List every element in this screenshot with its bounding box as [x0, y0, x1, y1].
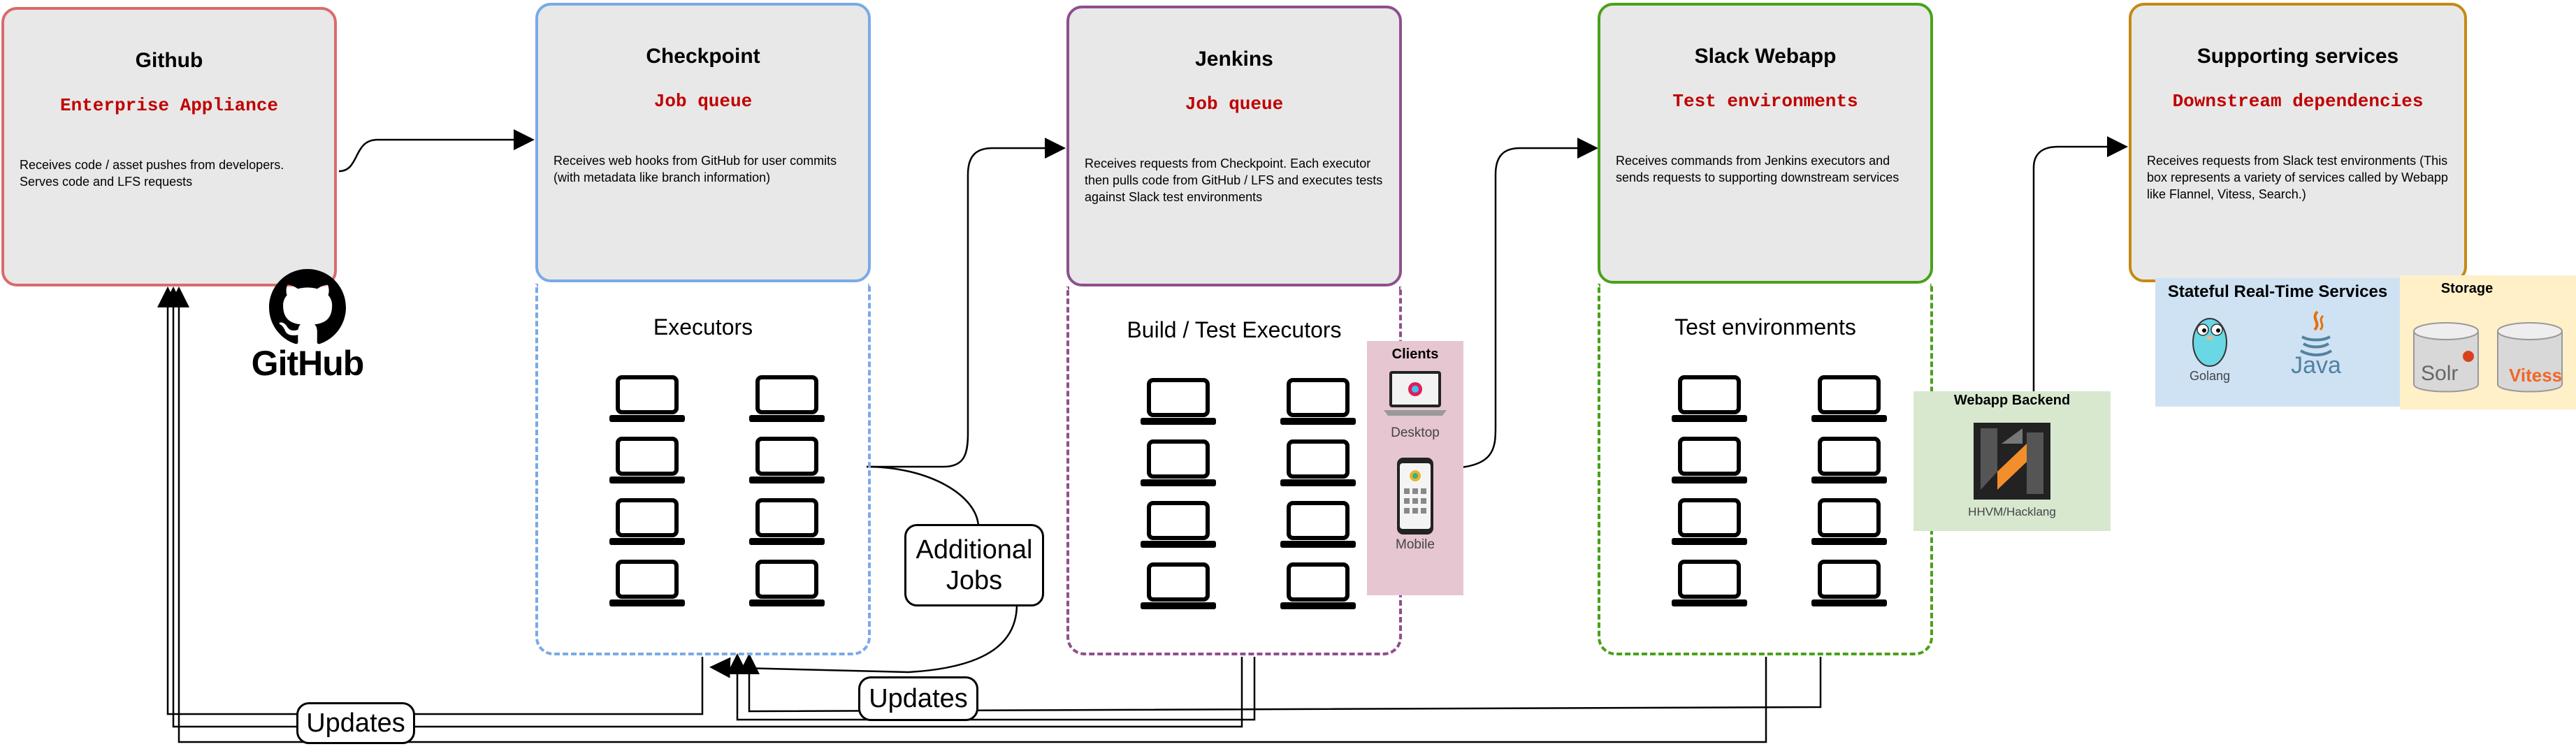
card-subtitle: Job queue [653, 91, 753, 112]
card-description: Receives web hooks from GitHub for user … [553, 154, 837, 184]
laptop-icon [1279, 500, 1357, 551]
card-description: Receives requests from Slack test enviro… [2147, 154, 2448, 201]
github-card: Github Enterprise Appliance Receives cod… [1, 7, 337, 286]
updates-label: Updates [869, 684, 968, 713]
jenkins-executors-box: Build / Test Executors [1066, 286, 1402, 655]
webapp-card: Slack Webapp Test environments Receives … [1598, 3, 1933, 284]
additional-jobs-label: Additional Jobs [916, 535, 1033, 595]
laptop-icon [1139, 500, 1217, 551]
laptop-icon [1279, 562, 1357, 612]
hhvm-logo-icon [1974, 423, 2050, 500]
laptop-icon [748, 374, 826, 425]
card-description: Receives code / asset pushes from develo… [20, 158, 284, 189]
updates-label: Updates [306, 708, 405, 738]
card-title: Checkpoint [646, 45, 760, 68]
jenkins-card: Jenkins Job queue Receives requests from… [1066, 6, 1402, 286]
desktop-laptop-icon [1384, 371, 1447, 416]
solr-label: Solr [2421, 362, 2459, 385]
github-logo-text: GitHub [251, 344, 365, 383]
laptop-icon [1810, 374, 1888, 425]
laptop-icon [1670, 559, 1749, 609]
solr-database-icon [2413, 322, 2479, 393]
stateful-services-panel: Stateful Real-Time Services Golang Java [2155, 278, 2400, 407]
card-title: Github [135, 49, 203, 72]
vitess-database-icon [2497, 322, 2563, 393]
laptop-icon [1670, 374, 1749, 425]
card-subtitle: Downstream dependencies [2172, 91, 2424, 112]
card-title: Slack Webapp [1694, 45, 1837, 68]
java-label: Java [2291, 352, 2341, 379]
card-subtitle: Test environments [1672, 91, 1858, 112]
golang-logo: Golang [2168, 309, 2252, 384]
laptop-icon [1279, 377, 1357, 428]
vitess-label: Vitess [2509, 365, 2563, 386]
golang-gopher-icon [2192, 318, 2227, 367]
card-subtitle: Job queue [1185, 94, 1284, 115]
test-environments-label: Test environments [1674, 314, 1856, 340]
additional-jobs-bubble: Additional Jobs [904, 524, 1044, 606]
github-octocat-icon [269, 269, 346, 344]
java-logo: Java [2274, 309, 2358, 379]
card-title: Supporting services [2197, 45, 2399, 68]
storage-databases [2413, 322, 2563, 393]
laptop-icon [748, 559, 826, 609]
webapp-test-environments-box: Test environments [1598, 284, 1933, 655]
laptop-icon [608, 374, 686, 425]
executors-label: Executors [653, 314, 753, 340]
webapp-backend-panel: Webapp Backend HHVM/Hacklang [1913, 391, 2111, 531]
updates-bubble-middle: Updates [858, 676, 978, 721]
desktop-label: Desktop [1391, 426, 1440, 440]
laptop-icon [608, 559, 686, 609]
build-test-executors-label: Build / Test Executors [1127, 317, 1342, 342]
laptop-icon [1810, 559, 1888, 609]
mobile-phone-icon [1397, 458, 1433, 535]
laptop-icon [1279, 439, 1357, 489]
golang-label: Golang [2189, 369, 2231, 383]
laptop-icon [748, 436, 826, 486]
checkpoint-card: Checkpoint Job queue Receives web hooks … [535, 3, 871, 282]
webapp-backend-caption: HHVM/Hacklang [1968, 505, 2056, 518]
laptop-icon [1810, 497, 1888, 548]
laptop-icon [1670, 497, 1749, 548]
storage-title: Storage [2440, 281, 2494, 296]
java-cup-icon [2300, 310, 2333, 356]
laptop-icon [1139, 377, 1217, 428]
storage-panel: Storage Solr Vitess [2400, 275, 2576, 409]
github-logo: GitHub [245, 269, 370, 388]
laptop-icon [748, 497, 826, 548]
laptop-icon [1670, 436, 1749, 486]
updates-bubble-left: Updates [296, 702, 415, 744]
laptop-icon [608, 436, 686, 486]
mobile-label: Mobile [1396, 537, 1435, 552]
checkpoint-executors-box: Executors [535, 284, 871, 655]
laptop-icon [608, 497, 686, 548]
card-subtitle: Enterprise Appliance [59, 95, 279, 116]
webapp-backend-title: Webapp Backend [1953, 393, 2071, 408]
laptop-icon [1139, 439, 1217, 489]
clients-title: Clients [1391, 347, 1439, 362]
laptop-icon [1810, 436, 1888, 486]
card-description: Receives commands from Jenkins executors… [1616, 154, 1900, 184]
laptop-icon [1139, 562, 1217, 612]
card-title: Jenkins [1195, 48, 1273, 71]
card-description: Receives requests from Checkpoint. Each … [1085, 157, 1383, 204]
stateful-services-title: Stateful Real-Time Services [2167, 282, 2388, 301]
supporting-services-card: Supporting services Downstream dependenc… [2129, 3, 2467, 282]
clients-panel: Clients Desktop Mobile [1367, 341, 1463, 595]
